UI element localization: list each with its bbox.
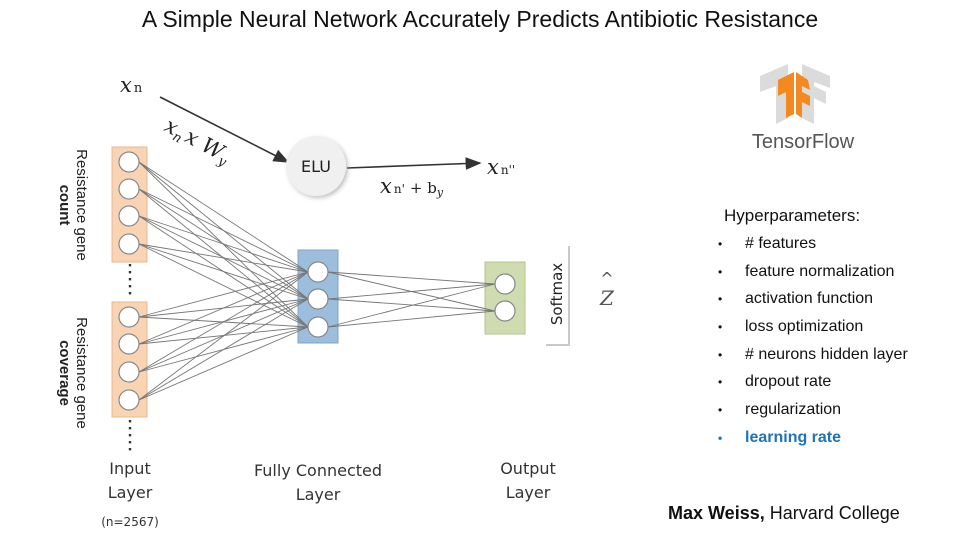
list-item: • regularization — [718, 400, 908, 428]
bullet-icon: • — [718, 237, 723, 251]
author-credit: Max Weiss, Harvard College — [668, 503, 900, 524]
hyperparameter-label: feature normalization — [745, 262, 895, 280]
hidden-node — [307, 316, 329, 338]
hidden-output-connection — [327, 298, 496, 312]
input-count-label: (n=2567) — [101, 515, 159, 529]
output-node — [494, 273, 516, 295]
output-node — [494, 300, 516, 322]
elu-activation-node — [286, 136, 346, 196]
bullet-icon: • — [718, 375, 723, 390]
input-hidden-connection — [138, 243, 309, 300]
author-affiliation: Harvard College — [769, 503, 900, 523]
hidden-node — [307, 288, 329, 310]
list-item: • feature normalization — [718, 262, 908, 290]
input-node — [118, 389, 140, 411]
prediction-label: Z — [599, 286, 615, 310]
resistance-coverage-line1: Resistance gene — [73, 317, 90, 429]
fc-layer-label: Fully Connected Layer — [238, 459, 398, 507]
hidden-output-connection — [327, 283, 496, 300]
bullet-icon: • — [718, 430, 723, 445]
list-item: • loss optimization — [718, 317, 908, 345]
network-nodes — [118, 151, 516, 411]
bullet-icon: • — [718, 264, 723, 279]
input-hidden-connection — [138, 298, 309, 401]
input-node — [118, 361, 140, 383]
list-item: • activation function — [718, 289, 908, 317]
bullet-icon: • — [718, 403, 723, 418]
input-hidden-connection — [138, 326, 309, 401]
prediction-hat: ^ — [600, 269, 613, 288]
tensorflow-logo: TensorFlow — [752, 64, 855, 153]
input-hidden-connection — [138, 215, 309, 273]
list-item: • dropout rate — [718, 372, 908, 400]
hyperparameter-label: regularization — [745, 401, 842, 419]
input-hidden-connection — [138, 271, 309, 345]
bullet-icon: • — [718, 292, 723, 307]
input-layer-label: Input Layer — [90, 457, 170, 505]
author-name: Max Weiss, — [668, 503, 765, 523]
input-node — [118, 205, 140, 227]
output-layer-block — [484, 261, 526, 335]
input-node — [118, 178, 140, 200]
hyperparameter-label: learning rate — [745, 428, 842, 446]
hidden-output-connection — [327, 310, 496, 328]
hyperparameter-label: dropout rate — [745, 373, 832, 391]
input-node — [118, 333, 140, 355]
resistance-coverage-label: Resistance gene coverage — [56, 298, 90, 448]
hidden-node — [307, 261, 329, 283]
resistance-count-line2: count — [56, 184, 73, 226]
input-to-elu-arrow — [159, 96, 290, 163]
input-layer-line2: Layer — [107, 483, 153, 502]
hyperparameters-heading: Hyperparameters: — [724, 206, 861, 225]
input-hidden-connection — [138, 271, 309, 373]
input-hidden-connection — [138, 188, 309, 273]
output-layer-line2: Layer — [505, 483, 551, 502]
input-layer-line1: Input — [109, 459, 151, 478]
hyperparameters-list: • # features • feature normalization • acti… — [718, 234, 908, 456]
hyperparameter-label: activation function — [745, 290, 874, 308]
list-item: • # features — [718, 234, 908, 262]
bullet-icon: • — [718, 320, 723, 335]
input-hidden-connection — [138, 271, 309, 401]
hidden-output-connection — [327, 271, 496, 285]
elu-label: ELU — [301, 157, 331, 176]
weight-expression: xnx Wy — [159, 113, 235, 170]
input-hidden-connection — [138, 243, 309, 328]
fc-layer-line2: Layer — [295, 485, 341, 504]
input-hidden-connection — [138, 271, 309, 318]
resistance-count-label: Resistance gene count — [56, 132, 90, 278]
hyperparameter-label: loss optimization — [745, 318, 864, 336]
elu-to-output-arrow — [346, 157, 482, 170]
softmax-box — [546, 246, 570, 346]
output-layer-line1: Output — [500, 459, 556, 478]
input-node — [118, 306, 140, 328]
input-hidden-connection — [138, 161, 309, 273]
svg-text:TensorFlow: TensorFlow — [752, 131, 855, 153]
hyperparameter-label: # features — [745, 235, 817, 252]
connection-lines — [138, 161, 496, 401]
output-layer-label: Output Layer — [478, 457, 578, 505]
list-item: • # neurons hidden layer — [718, 345, 908, 373]
softmax-label: Softmax — [548, 262, 566, 326]
bullet-icon: • — [718, 347, 723, 362]
fc-layer-line1: Fully Connected — [253, 461, 383, 480]
input-node — [118, 151, 140, 173]
input-hidden-connection — [138, 243, 309, 273]
slide-title: A Simple Neural Network Accurately Predi… — [141, 6, 819, 32]
input-hidden-connection — [138, 215, 309, 300]
input-node — [118, 233, 140, 255]
hidden-output-connection — [327, 283, 496, 328]
resistance-count-line1: Resistance gene — [73, 149, 90, 261]
resistance-coverage-line2: coverage — [56, 340, 73, 406]
hyperparameter-label: # neurons hidden layer — [745, 345, 908, 363]
list-item-highlighted: • learning rate — [718, 428, 908, 456]
